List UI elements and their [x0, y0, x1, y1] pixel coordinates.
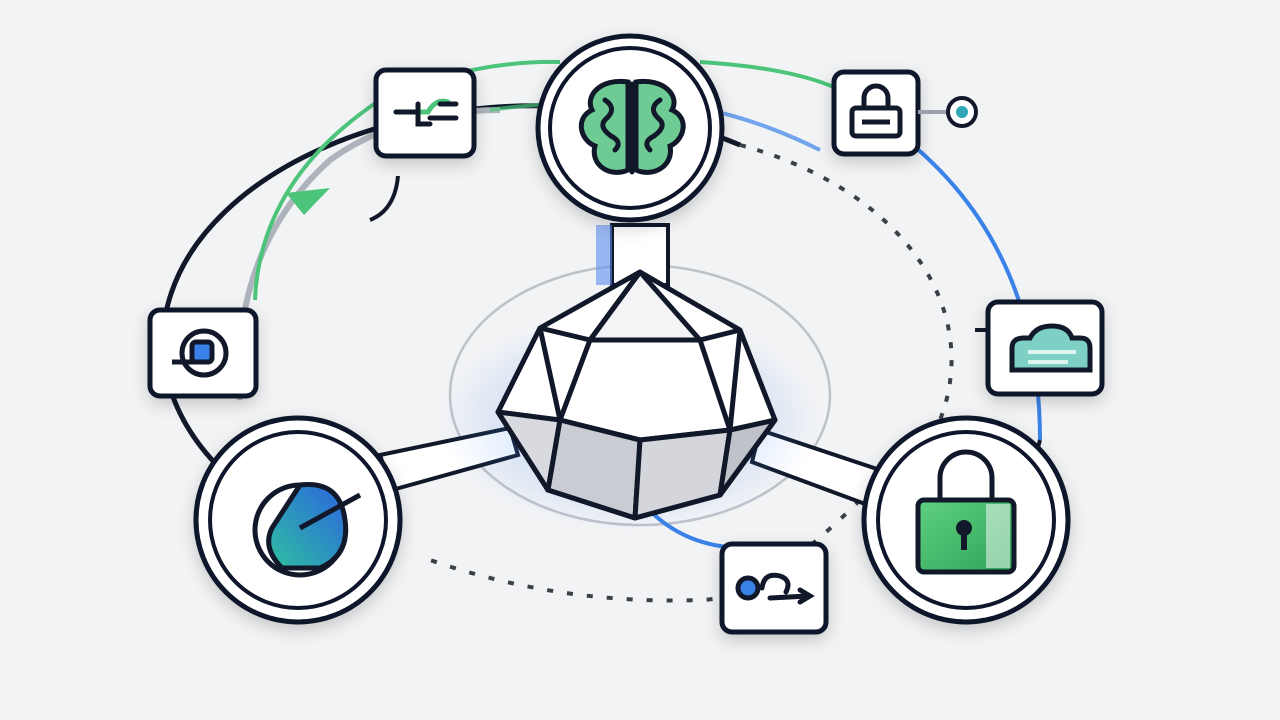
plug-connector-icon: [393, 98, 459, 127]
pie-chart-icon: [252, 481, 362, 578]
link-chain-icon: [735, 572, 815, 605]
brain-icon: [579, 78, 686, 175]
status-dot-icon: [918, 96, 978, 128]
target-icon: [172, 328, 229, 378]
cloud-tag-icon: [1009, 323, 1093, 373]
small-lock-icon: [849, 83, 903, 139]
padlock-icon: [915, 449, 1017, 575]
link-tile[interactable]: [719, 541, 829, 635]
polyhedron-icon: [495, 269, 778, 521]
cycle-arrow-icon: [286, 188, 330, 215]
